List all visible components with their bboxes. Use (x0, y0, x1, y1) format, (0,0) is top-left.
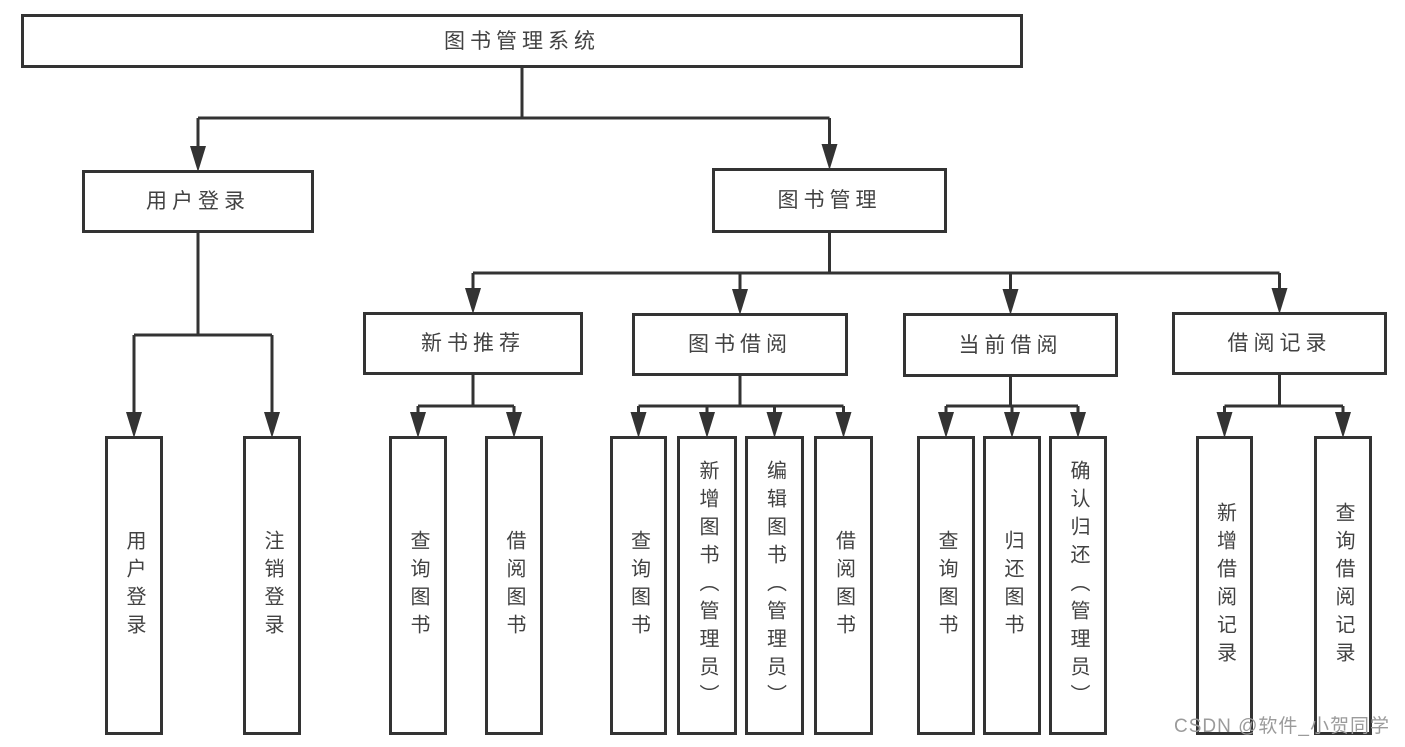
node-br-add: 新增借阅记录 (1196, 436, 1253, 735)
node-nr-borrow: 借阅图书 (485, 436, 543, 735)
node-label: 借阅图书 (832, 529, 855, 642)
node-label: 借阅图书 (503, 529, 525, 642)
node-label: 查询图书 (407, 529, 429, 642)
node-label: 图书管理 (777, 189, 882, 212)
node-label: 新增借阅记录 (1213, 501, 1236, 670)
node-cb-confirm: 确认归还（管理员） (1049, 436, 1107, 735)
node-label: 注销登录 (261, 529, 283, 642)
node-bb-edit: 编辑图书（管理员） (745, 436, 804, 735)
node-book-mgmt: 图书管理 (712, 168, 947, 233)
node-cb-query: 查询图书 (917, 436, 975, 735)
node-label: 新书推荐 (421, 332, 525, 355)
node-label: 图书借阅 (688, 333, 792, 356)
node-nr-query: 查询图书 (389, 436, 447, 735)
node-label: 用户登录 (146, 190, 250, 213)
node-bb-add: 新增图书（管理员） (677, 436, 737, 735)
node-root: 图书管理系统 (21, 14, 1023, 68)
node-label: 查询借阅记录 (1332, 501, 1354, 670)
node-label: 查询图书 (935, 529, 957, 642)
node-br-query: 查询借阅记录 (1314, 436, 1372, 735)
node-label: 新增图书（管理员） (696, 459, 718, 712)
node-label: 归还图书 (1001, 529, 1023, 642)
node-user-login: 用户登录 (82, 170, 314, 233)
node-ul-logout: 注销登录 (243, 436, 301, 735)
node-ul-login: 用户登录 (105, 436, 163, 735)
node-cur-borrow: 当前借阅 (903, 313, 1118, 377)
node-label: 用户登录 (123, 529, 145, 642)
watermark: CSDN @软件_小贺同学 (1174, 716, 1390, 737)
node-label: 查询图书 (627, 529, 650, 642)
node-label: 当前借阅 (958, 333, 1063, 357)
node-label: 借阅记录 (1227, 332, 1332, 355)
node-bb-query: 查询图书 (610, 436, 667, 735)
node-book-borrow: 图书借阅 (632, 313, 848, 376)
node-label: 编辑图书（管理员） (763, 459, 786, 712)
node-label: 确认归还（管理员） (1067, 459, 1089, 712)
node-cb-return: 归还图书 (983, 436, 1041, 735)
node-bb-borrow: 借阅图书 (814, 436, 873, 735)
node-new-rec: 新书推荐 (363, 312, 583, 375)
node-borrow-rec: 借阅记录 (1172, 312, 1387, 375)
node-label: 图书管理系统 (444, 29, 600, 53)
